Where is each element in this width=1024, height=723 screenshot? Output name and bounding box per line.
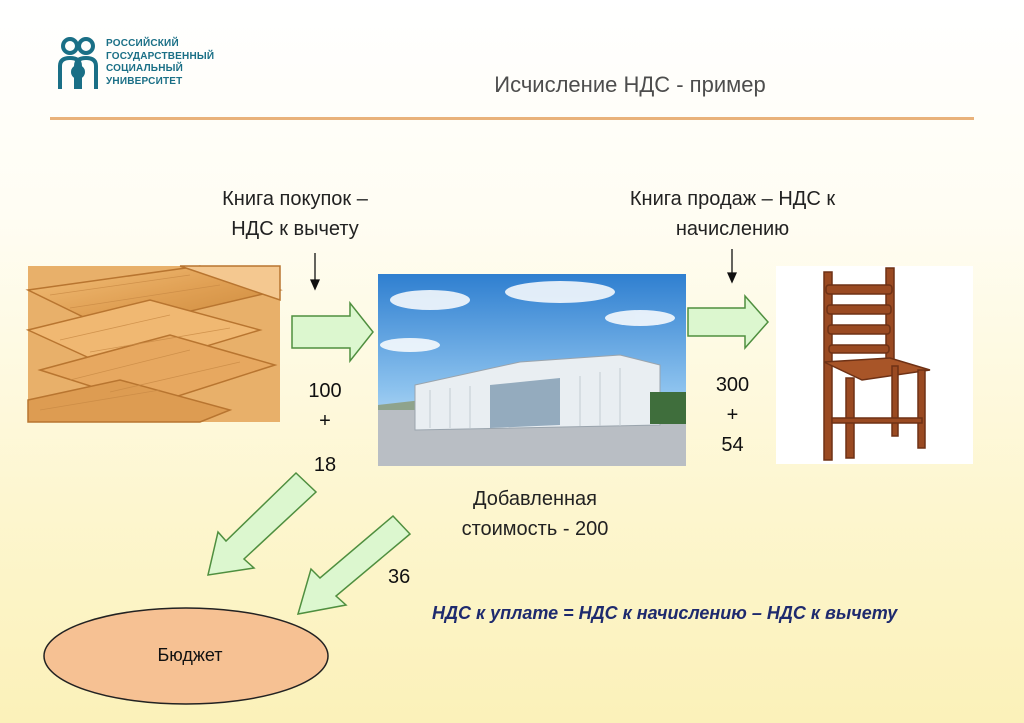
logo-line-1: РОССИЙСКИЙ (106, 38, 179, 49)
arrow-vat-18-to-budget (207, 471, 318, 576)
sales-amounts: 300 + 54 (705, 370, 760, 460)
arrow-to-factory (291, 300, 374, 364)
sales-book-label: Книга продаж – НДС к начислению (600, 184, 865, 244)
logo-people-icon (58, 37, 98, 89)
arrow-to-chair (687, 294, 770, 350)
purchase-book-label: Книга покупок – НДС к вычету (180, 184, 410, 244)
vat-formula: НДС к уплате = НДС к начислению – НДС к … (432, 603, 898, 623)
university-logo (56, 34, 256, 94)
output-plus: + (726, 404, 739, 426)
added-value-label: Добавленная стоимость - 200 (440, 484, 630, 544)
vat-to-budget-amount: 36 (388, 566, 411, 588)
chair-image (776, 266, 973, 464)
arrow-vat-36-to-budget (296, 514, 412, 615)
sales-book-pointer (726, 249, 738, 284)
factory-image (378, 274, 686, 466)
sales-book-line-1: Книга продаж – НДС к (629, 188, 836, 210)
budget-ellipse (43, 607, 329, 705)
lumber-image (25, 265, 283, 423)
added-value-line-1: Добавленная (472, 488, 597, 510)
output-price: 300 (715, 374, 750, 396)
university-name: РОССИЙСКИЙ ГОСУДАРСТВЕННЫЙ СОЦИАЛЬНЫЙ УН… (106, 38, 214, 88)
purchase-book-line-1: Книга покупок – (222, 188, 368, 210)
logo-line-2: ГОСУДАРСТВЕННЫЙ (106, 50, 215, 62)
logo-line-4: УНИВЕРСИТЕТ (106, 75, 183, 87)
input-vat: 18 (313, 454, 337, 476)
input-plus: + (319, 410, 331, 432)
sales-book-line-2: начислению (675, 218, 790, 240)
purchase-book-line-2: НДС к вычету (231, 218, 359, 240)
added-value-line-2: стоимость - 200 (461, 518, 609, 540)
logo-line-3: СОЦИАЛЬНЫЙ (106, 63, 183, 74)
purchase-book-pointer (309, 253, 321, 291)
slide-title: Исчисление НДС - пример (494, 72, 766, 97)
output-vat: 54 (721, 434, 744, 456)
purchase-amounts: 100 + 18 (300, 376, 350, 480)
header-divider (50, 117, 974, 120)
input-price: 100 (308, 380, 342, 402)
budget-label: Бюджет (157, 645, 223, 665)
